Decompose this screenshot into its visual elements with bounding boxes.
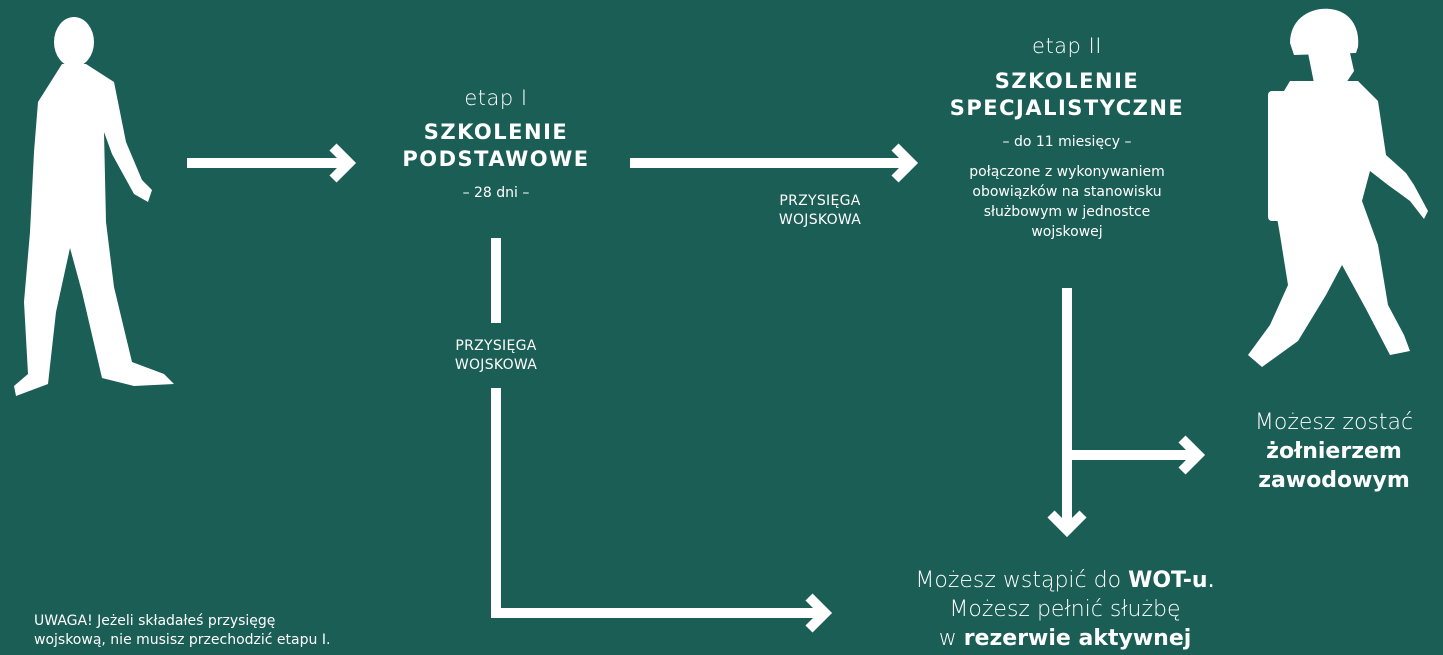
civilian-walking-icon	[14, 17, 174, 396]
arrow-stage1-to-stage2	[630, 143, 919, 183]
oath-down-line2: WOJSKOWA	[454, 357, 538, 373]
outcome-wot-line1: Możesz wstąpić do WOT-u.	[915, 568, 1215, 593]
arrow-to-wot	[491, 388, 833, 633]
stage2-title-line1: SZKOLENIE	[994, 69, 1140, 93]
outcome-professional-line3: zawodowym	[1258, 468, 1410, 493]
oath-right-line1: PRZYSIĘGA	[779, 193, 861, 209]
outcome-professional-line1: Możesz zostać	[1254, 410, 1414, 435]
stage2-duration: – do 11 miesięcy –	[1002, 134, 1132, 150]
wot-highlight: WOT-u	[1128, 568, 1208, 593]
warning-note-line2: wojskową, nie musisz przechodzić etapu I…	[34, 632, 331, 648]
stage1-block: etap I SZKOLENIE PODSTAWOWE – 28 dni –	[366, 86, 626, 203]
stage1-title-line1: SZKOLENIE	[423, 120, 569, 144]
stage1-duration: – 28 dni –	[462, 185, 530, 201]
outcome-wot: Możesz wstąpić do WOT-u. Możesz pełnić s…	[850, 566, 1280, 653]
stage1-title-line2: PODSTAWOWE	[402, 147, 590, 171]
oath-label-down: PRZYSIĘGA WOJSKOWA	[416, 337, 576, 375]
arrow-stage2-down	[1047, 288, 1087, 538]
outcome-professional: Możesz zostać żołnierzem zawodowym	[1225, 408, 1443, 495]
stage2-title-line2: SPECJALISTYCZNE	[949, 96, 1185, 120]
oath-right-line2: WOJSKOWA	[778, 212, 862, 228]
active-reserve-highlight: rezerwie aktywnej	[963, 626, 1192, 651]
arrow-to-stage1	[187, 143, 357, 183]
outcome-wot-line2: Możesz pełnić służbę	[949, 597, 1181, 622]
stage2-description-line: połączone z wykonywaniem	[969, 164, 1165, 180]
stage2-label: etap II	[1032, 34, 1102, 58]
outcome-wot-line3: w rezerwie aktywnej	[938, 626, 1192, 651]
stage2-block: etap II SZKOLENIE SPECJALISTYCZNE – do 1…	[917, 34, 1217, 242]
oath-down-line1: PRZYSIĘGA	[455, 338, 537, 354]
outcome-professional-line2: żołnierzem	[1266, 439, 1402, 464]
soldier-walking-icon	[1248, 8, 1428, 367]
arrow-to-professional	[1067, 435, 1206, 475]
stage2-description-line: służbowym w jednostce	[983, 204, 1151, 220]
stage2-description-line: wojskowej	[1031, 224, 1103, 240]
warning-note: UWAGA! Jeżeli składałeś przysięgę wojsko…	[34, 612, 414, 650]
stage2-description-line: obowiązków na stanowisku	[972, 184, 1162, 200]
warning-note-line1: UWAGA! Jeżeli składałeś przysięgę	[34, 613, 276, 629]
stage1-label: etap I	[464, 86, 528, 110]
oath-label-right: PRZYSIĘGA WOJSKOWA	[740, 192, 900, 230]
